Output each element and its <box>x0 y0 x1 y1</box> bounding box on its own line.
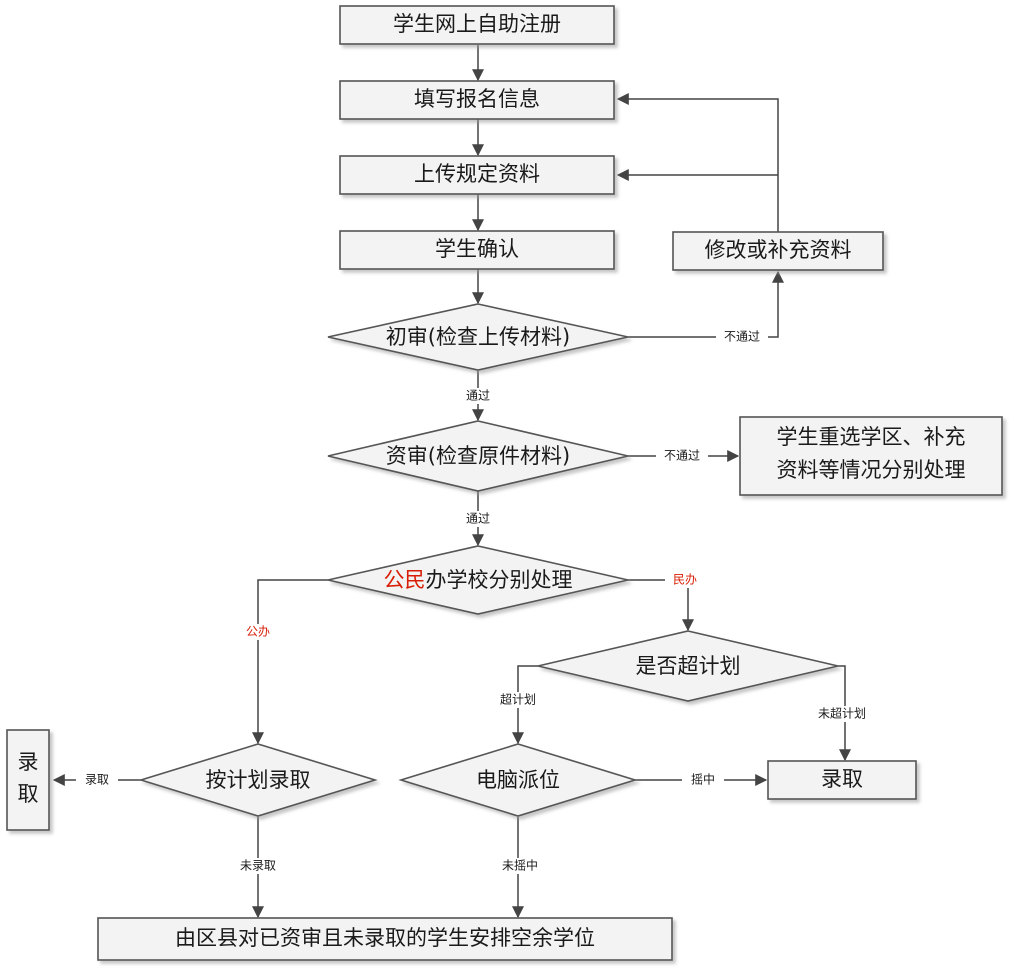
node-fill-info: 填写报名信息 <box>339 80 615 120</box>
edge-overplan-to-lottery <box>512 665 538 745</box>
label-over-plan: 超计划 <box>500 692 536 707</box>
label-not-admitted: 未录取 <box>240 859 276 873</box>
label-won: 摇中 <box>691 772 715 787</box>
node-school-type-label: 公民办学校分别处理 <box>384 568 573 592</box>
node-upload: 上传规定资料 <box>339 155 615 195</box>
node-modify: 修改或补充资料 <box>672 231 884 271</box>
edge-prelim-to-modify <box>628 270 784 338</box>
node-prelim: 初审(检查上传材料) <box>327 303 629 371</box>
node-over-plan-label: 是否超计划 <box>636 654 741 678</box>
label-public: 公办 <box>246 624 270 639</box>
node-upload-label: 上传规定资料 <box>414 162 540 186</box>
node-plan-admit: 按计划录取 <box>138 743 378 817</box>
node-school-type: 公民办学校分别处理 <box>327 545 629 615</box>
node-fill-info-label: 填写报名信息 <box>414 87 540 111</box>
node-school-type-label-red: 公民 <box>384 568 426 592</box>
node-admit-left-char1: 录 <box>18 750 39 774</box>
label-review-pass: 通过 <box>466 512 490 526</box>
label-prelim-pass: 通过 <box>466 389 490 403</box>
edge-modify-to-upload <box>616 93 779 232</box>
node-school-type-label-rest: 办学校分别处理 <box>426 568 573 592</box>
node-assign: 由区县对已资审且未录取的学生安排空余学位 <box>97 917 673 961</box>
node-review-label: 资审(检查原件材料) <box>386 444 570 468</box>
node-over-plan: 是否超计划 <box>537 630 839 702</box>
label-admitted: 录取 <box>85 773 109 787</box>
node-reselect-label-line1: 学生重选学区、补充 <box>777 425 966 449</box>
label-not-won: 未摇中 <box>502 858 538 873</box>
edge-schooltype-to-plan <box>252 579 328 745</box>
node-confirm-label: 学生确认 <box>435 237 519 261</box>
node-modify-label: 修改或补充资料 <box>705 238 852 262</box>
node-admit-left-char2: 取 <box>18 782 39 806</box>
node-confirm: 学生确认 <box>339 230 615 270</box>
node-admit-left: 录 取 录取 <box>6 729 50 831</box>
node-register: 学生网上自助注册 <box>339 5 615 45</box>
label-private: 民办 <box>673 572 697 587</box>
node-admit-right: 录取 <box>767 760 917 800</box>
edge-labels: 不通过 通过 不通过 通过 公办 民办 超计划 未超计划 录取 未录取 摇中 未… <box>76 329 878 874</box>
node-review: 资审(检查原件材料) <box>327 420 629 492</box>
label-prelim-fail: 不通过 <box>724 330 760 344</box>
node-reselect-label-line2: 资料等情况分别处理 <box>777 458 966 482</box>
node-plan-admit-label: 按计划录取 <box>206 768 311 792</box>
label-not-over-plan: 未超计划 <box>818 706 866 721</box>
node-assign-label: 由区县对已资审且未录取的学生安排空余学位 <box>175 926 595 950</box>
node-prelim-label: 初审(检查上传材料) <box>386 325 570 349</box>
edge-overplan-to-admit <box>838 665 851 762</box>
node-lottery-label: 电脑派位 <box>476 768 560 792</box>
node-admit-right-label: 录取 <box>821 767 863 791</box>
label-review-fail: 不通过 <box>664 449 700 463</box>
node-reselect: 学生重选学区、补充 资料等情况分别处理 <box>739 416 1003 496</box>
node-register-label: 学生网上自助注册 <box>393 12 561 36</box>
node-lottery: 电脑派位 <box>398 743 638 817</box>
